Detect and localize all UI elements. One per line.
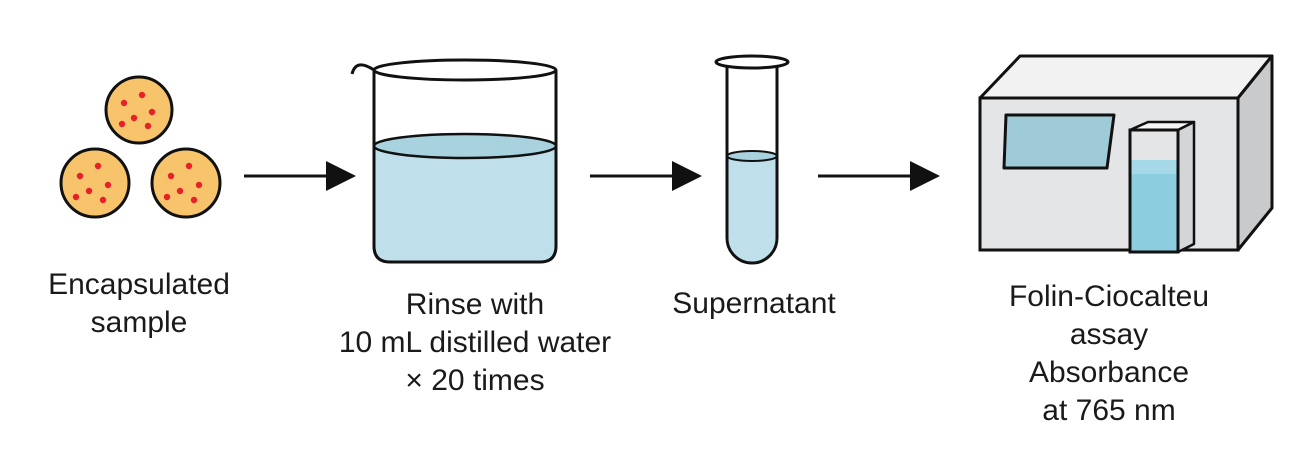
bead-left	[59, 147, 131, 219]
instrument-screen	[1002, 113, 1116, 170]
bead-right	[150, 147, 222, 219]
step-label-line: 10 mL distilled water	[338, 326, 612, 359]
step-label-line: Rinse with	[405, 288, 545, 321]
bead-top	[104, 75, 174, 145]
step-label-line: sample	[90, 306, 188, 339]
step-label-line: Absorbance	[1028, 356, 1190, 389]
test-tube-icon	[714, 54, 790, 265]
step-label-supernatant: Supernatant	[640, 285, 868, 323]
step-label-line: Encapsulated	[48, 268, 230, 301]
step-label-assay: Folin-Ciocalteu assay Absorbance at 765 …	[980, 278, 1238, 430]
step-label-line: at 765 nm	[1042, 394, 1176, 427]
spectrophotometer-icon	[978, 54, 1274, 254]
step-label-sample: Encapsulated sample	[5, 266, 273, 342]
cuvette-icon	[1128, 120, 1196, 254]
step-label-line: Supernatant	[672, 287, 836, 320]
step-label-line: assay	[1069, 318, 1149, 351]
instrument-top	[978, 54, 1274, 100]
capsule-beads-icon	[59, 75, 222, 219]
step-label-line: Folin-Ciocalteu	[1008, 280, 1210, 313]
beaker-icon	[350, 58, 558, 264]
step-label-rinse: Rinse with 10 mL distilled water × 20 ti…	[320, 286, 630, 400]
step-label-line: × 20 times	[405, 364, 545, 397]
